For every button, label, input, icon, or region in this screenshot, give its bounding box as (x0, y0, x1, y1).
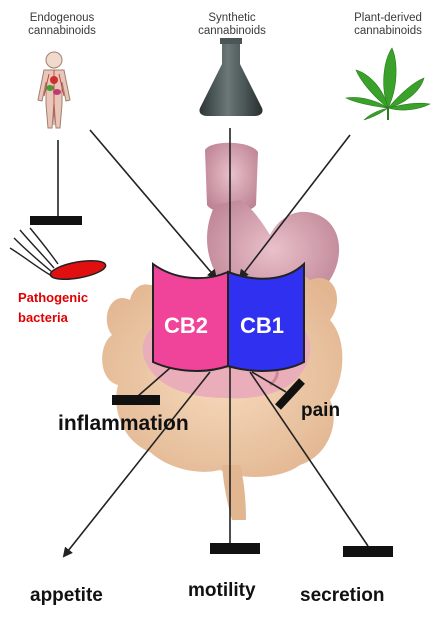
appetite-label: appetite (30, 585, 103, 606)
endogenous-to-receptors-arrow (89, 129, 218, 280)
pain-label: pain (301, 400, 341, 421)
synthetic-label-line1: Synthetic (208, 12, 256, 24)
to-pain-line (251, 371, 287, 393)
bacteria-label-line2: bacteria (18, 310, 68, 325)
plant-derived-label-line2: cannabinoids (354, 25, 422, 37)
plant-derived-label: Plant-derived cannabinoids (336, 12, 440, 38)
cb2-label: CB2 (164, 313, 209, 338)
secretion-label: secretion (300, 585, 385, 606)
to-secretion-line (249, 371, 369, 547)
receptor-cylinder (152, 261, 305, 372)
cb1-receptor-shape (227, 261, 305, 372)
bacteria-inhibition-bar (30, 216, 82, 225)
flask-icon (199, 38, 263, 116)
endogenous-label-line2: cannabinoids (28, 25, 96, 37)
to-appetite-arrow (62, 371, 211, 558)
pain-inhibition-bar (275, 378, 305, 410)
bacterium-icon (9, 227, 107, 281)
inflammation-inhibition-bar (112, 395, 160, 405)
bacteria-label-line1: Pathogenic (18, 290, 89, 305)
cannabis-leaf-icon (345, 47, 431, 121)
synthetic-label-line2: cannabinoids (198, 25, 266, 37)
plant-to-receptors-arrow (238, 134, 351, 280)
motility-label: motility (188, 580, 256, 601)
pathogenic-bacteria-label: Pathogenic bacteria (18, 288, 88, 328)
synthetic-label: Synthetic cannabinoids (182, 12, 282, 38)
secretion-inhibition-bar (343, 546, 393, 557)
plant-derived-label-line1: Plant-derived (354, 12, 422, 24)
endogenous-label-line1: Endogenous (29, 12, 95, 24)
inflammation-label: inflammation (58, 412, 189, 435)
to-inflammation-line (137, 367, 171, 397)
endogenous-label: Endogenous cannabinoids (14, 12, 110, 38)
motility-inhibition-bar (210, 543, 260, 554)
cb1-label: CB1 (240, 313, 285, 338)
human-body-icon (37, 51, 71, 129)
